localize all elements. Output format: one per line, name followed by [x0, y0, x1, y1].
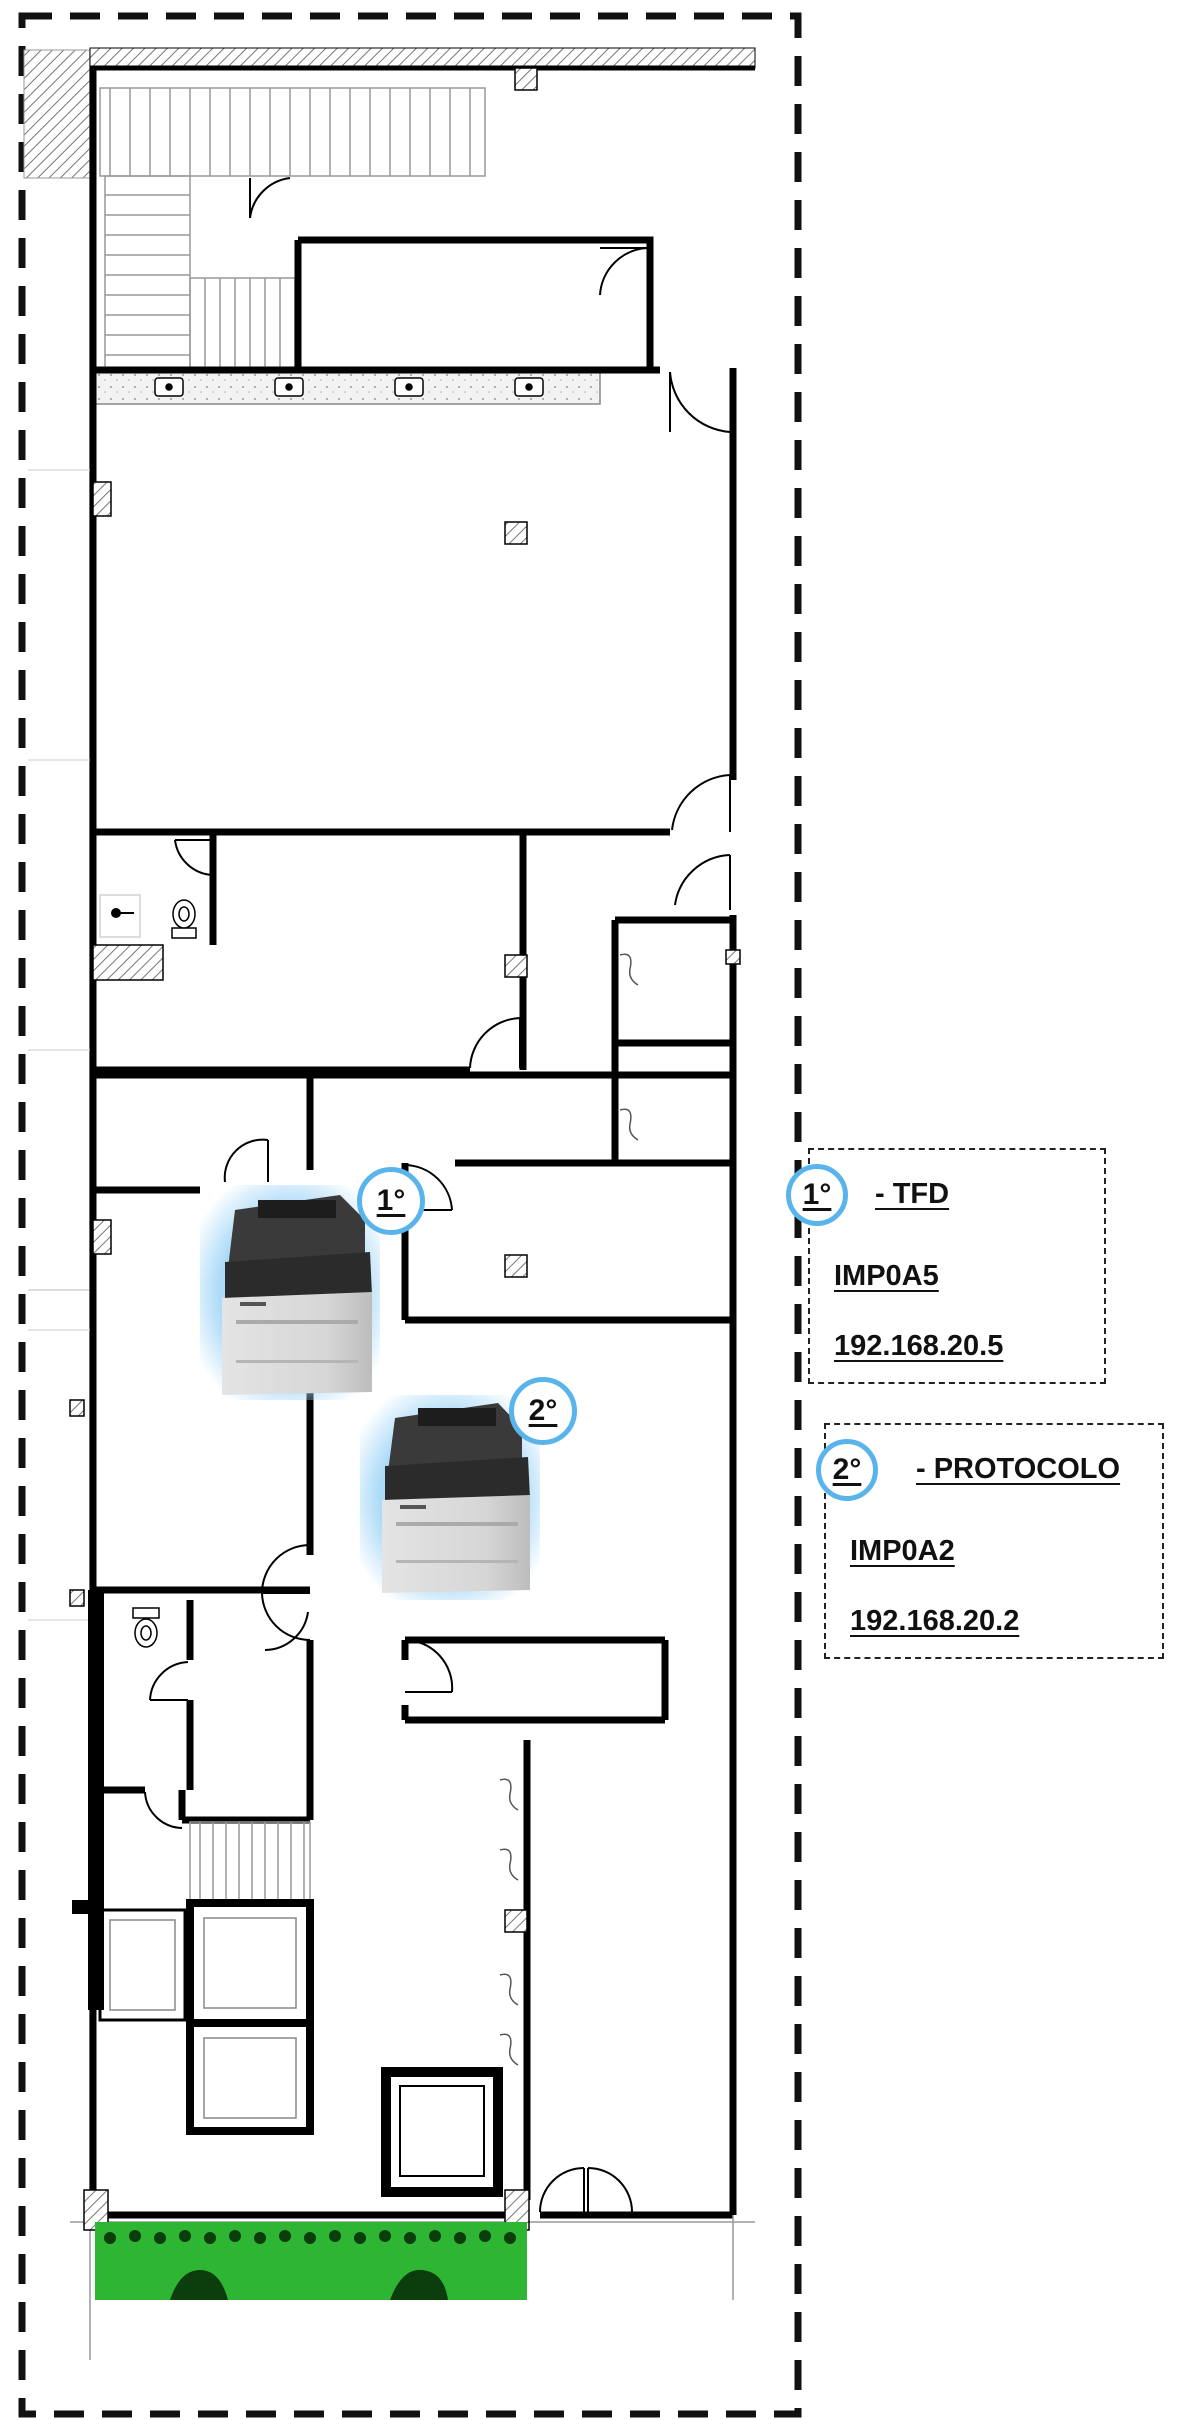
legend-2-ip: 192.168.20.2	[850, 1605, 1020, 1637]
toilet-icon	[132, 1607, 160, 1648]
legend-1-id: IMP0A5	[834, 1260, 939, 1292]
legend-1-badge: 1°	[786, 1164, 848, 1226]
legend-printer-1: 1° - TFD IMP0A5 192.168.20.5	[786, 1148, 1106, 1384]
hatched-column	[92, 944, 164, 981]
printer-1-image	[200, 1185, 380, 1400]
legend-1-name: - TFD	[875, 1178, 950, 1210]
garden-planter	[95, 2222, 527, 2300]
toilet-icon	[171, 899, 197, 939]
elevator-shaft	[381, 2067, 503, 2197]
legend-2-id: IMP0A2	[850, 1535, 955, 1567]
hatched-column	[23, 49, 91, 179]
legend-2-name: - PROTOCOLO	[916, 1453, 1121, 1485]
urinal-icon	[499, 1778, 519, 2066]
legend-2-badge: 2°	[816, 1439, 878, 1501]
printer-2-image	[360, 1395, 540, 1600]
staircase-bottom	[189, 1821, 311, 1901]
legend-printer-2: 2° - PROTOCOLO IMP0A2 192.168.20.2	[816, 1423, 1164, 1659]
urinal-icon	[619, 953, 639, 1141]
printer-1-badge: 1°	[357, 1167, 425, 1235]
staircase-top	[99, 87, 486, 372]
legend-1-ip: 192.168.20.5	[834, 1330, 1004, 1362]
printer-2-badge: 2°	[509, 1377, 577, 1445]
